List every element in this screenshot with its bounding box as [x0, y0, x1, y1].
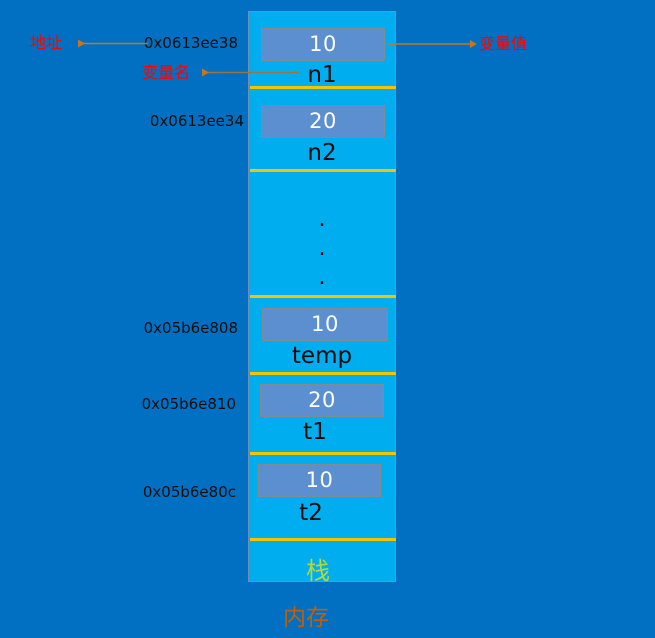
address-label-n2: 0x0613ee34: [149, 112, 244, 130]
divider-6: [250, 538, 396, 541]
value-box-temp: 10: [262, 308, 388, 341]
var-name-n2: n2: [307, 140, 337, 166]
value-box-n1: 10: [261, 28, 385, 61]
memory-cell-stack: 栈: [249, 541, 395, 583]
memory-cell-ellipsis: . . .: [249, 172, 395, 296]
value-box-t2: 10: [258, 464, 381, 497]
memory-caption: 内存: [283, 605, 329, 631]
address-label-n1: 0x0613ee38: [143, 34, 238, 52]
divider-2: [250, 169, 396, 172]
address-label-temp: 0x05b6e808: [143, 319, 238, 337]
stack-label: 栈: [306, 557, 330, 585]
ellipsis-dot-2: .: [318, 236, 326, 261]
divider-5: [250, 452, 396, 455]
memory-cell-n1: 10 n1: [249, 12, 395, 87]
address-label-t2: 0x05b6e80c: [142, 483, 236, 501]
annotation-label-address: 地址: [30, 33, 63, 52]
value-box-t1: 20: [260, 384, 384, 417]
divider-3: [250, 295, 396, 298]
annotation-label-variable-value: 变量值: [479, 34, 528, 53]
memory-column: 10 n1 20 n2 . . . 10 temp 20 t1: [248, 11, 396, 583]
var-name-temp: temp: [291, 343, 353, 369]
var-name-t2: t2: [299, 500, 323, 526]
divider-1: [250, 86, 396, 89]
divider-4: [250, 372, 396, 375]
address-label-t1: 0x05b6e810: [141, 395, 236, 413]
var-name-t1: t1: [303, 419, 327, 445]
annotation-label-variable-name: 变量名: [142, 63, 191, 82]
ellipsis-dot-1: .: [318, 207, 326, 232]
var-name-n1: n1: [307, 62, 337, 88]
memory-cell-t1: 20 t1: [249, 375, 395, 453]
value-box-n2: 20: [261, 105, 385, 138]
memory-cell-t2: 10 t2: [249, 455, 395, 538]
ellipsis-dot-3: .: [318, 265, 326, 290]
memory-cell-n2: 20 n2: [249, 89, 395, 170]
memory-cell-temp: 10 temp: [249, 298, 395, 373]
